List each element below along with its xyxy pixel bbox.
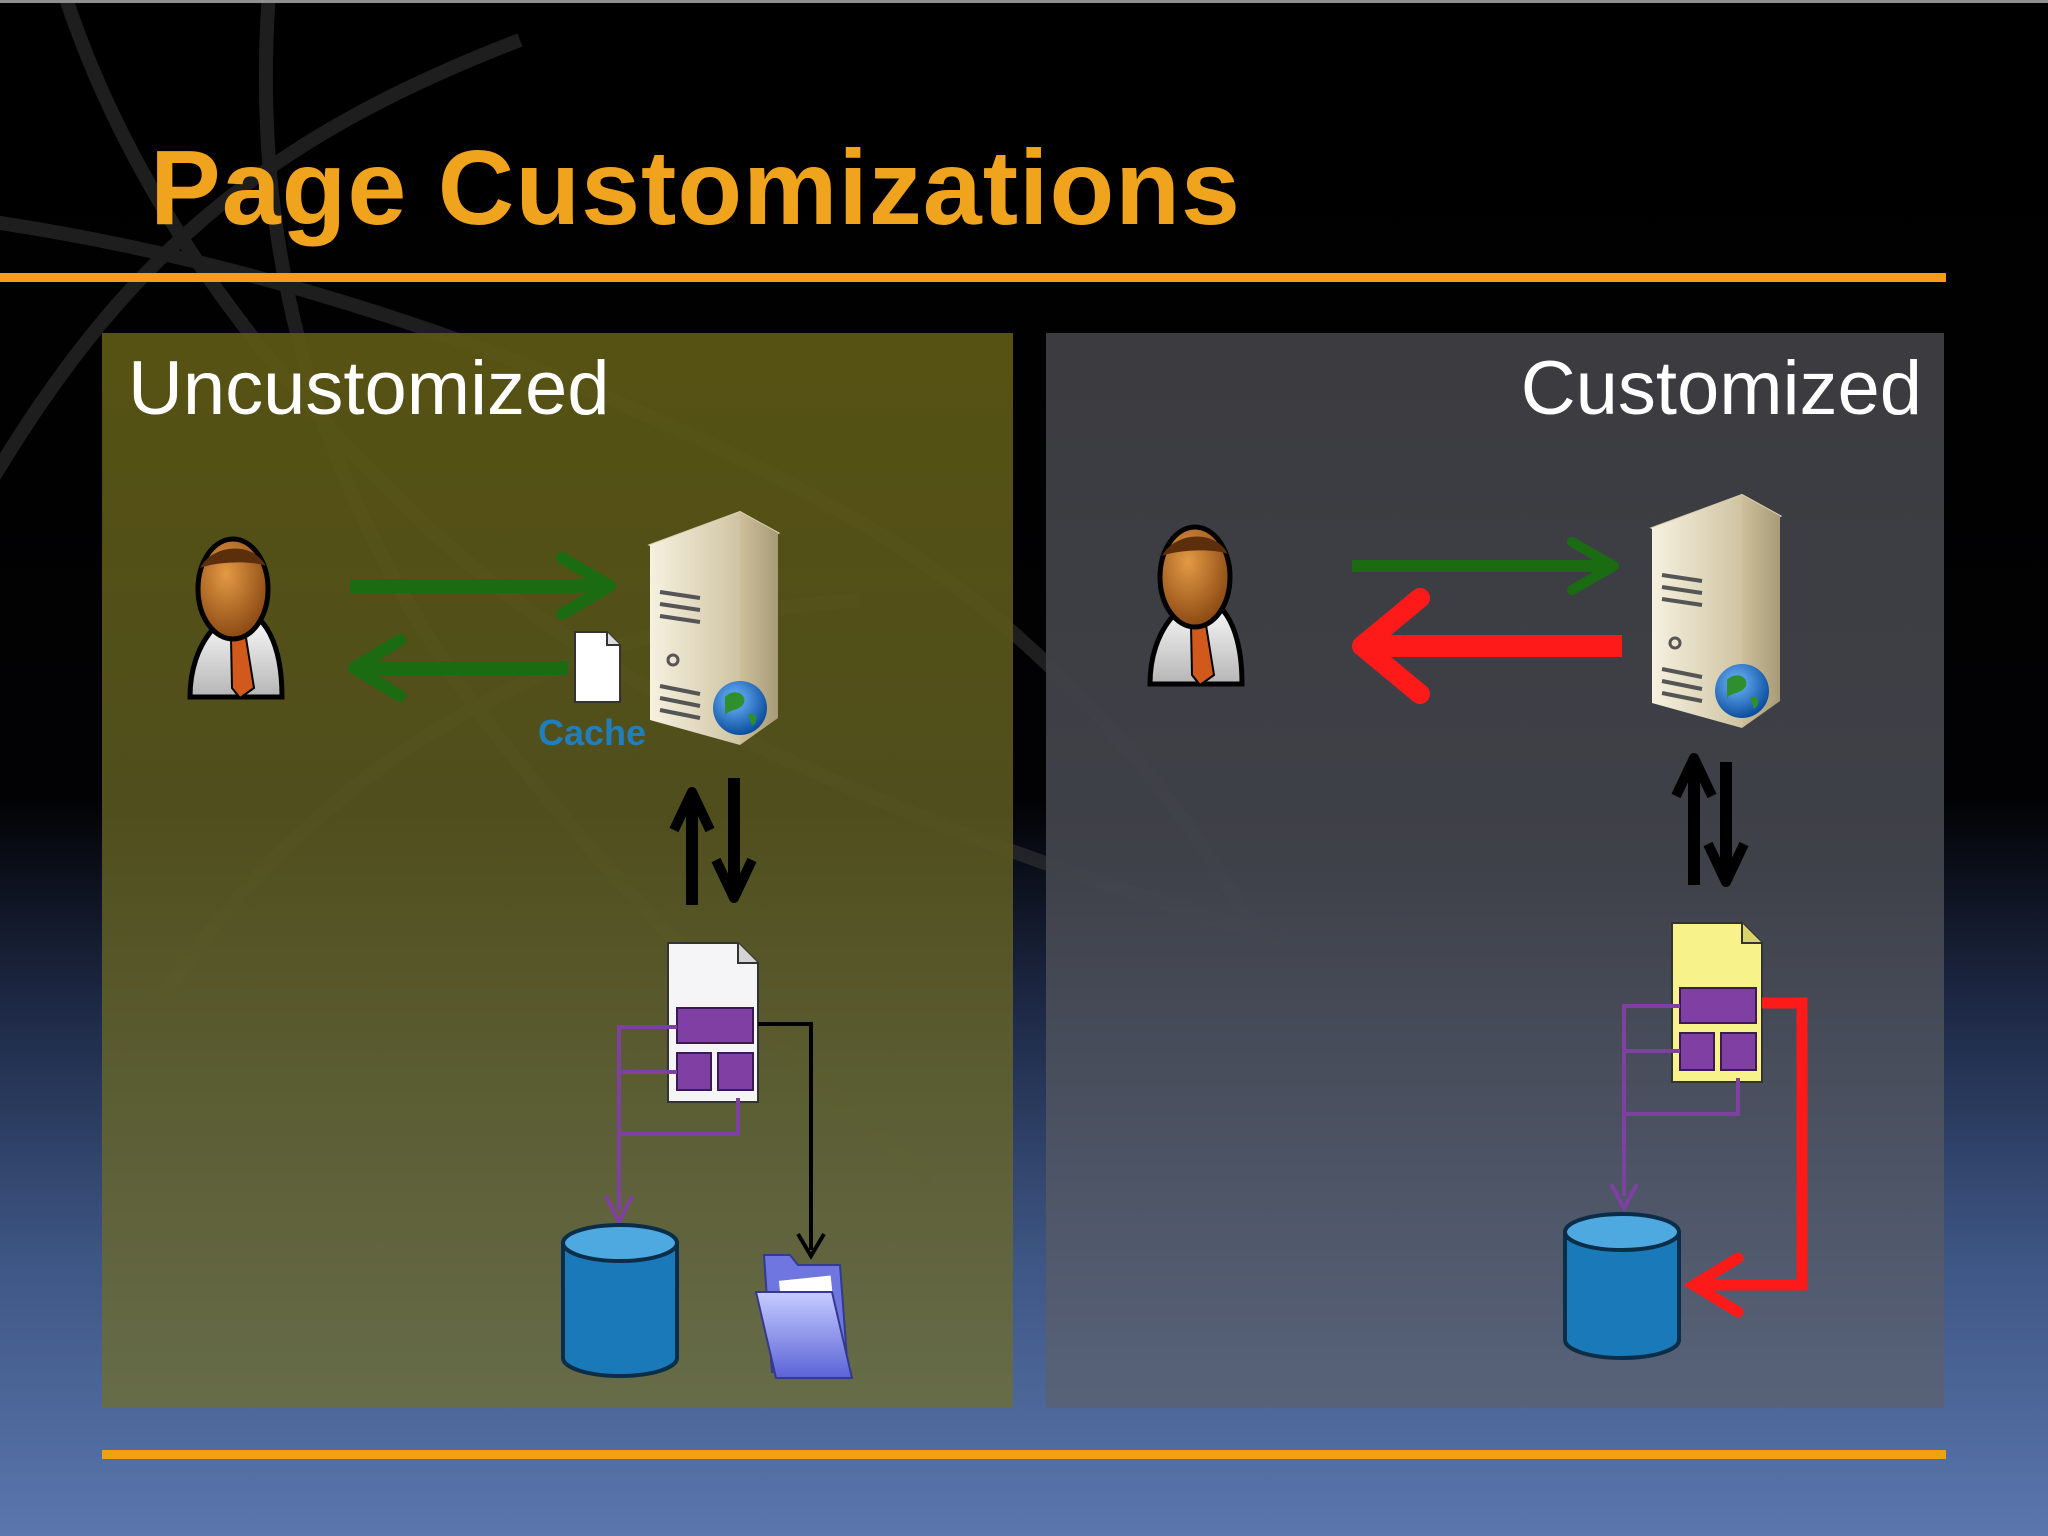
customized-panel: Customized <box>1046 333 1944 1408</box>
user-icon <box>1147 524 1245 687</box>
title-underline-rule <box>0 273 1946 282</box>
bottom-rule <box>102 1450 1946 1459</box>
page-template-icon <box>667 942 759 1103</box>
customized-panel-title: Customized <box>1520 346 1922 431</box>
globe-icon <box>1715 664 1769 718</box>
database-icon <box>1563 1212 1681 1360</box>
request-arrow <box>1352 537 1619 595</box>
filesystem-connector-line <box>758 1022 826 1260</box>
server-database-arrows <box>1671 753 1749 887</box>
webpart-connector-lines <box>604 1025 740 1227</box>
uncustomized-panel: Uncustomized <box>102 333 1013 1408</box>
customized-response-arrow <box>1352 588 1622 704</box>
webpart-connector-lines <box>1609 1004 1740 1213</box>
server-icon <box>647 510 781 745</box>
server-database-arrows <box>669 778 757 905</box>
customized-content-arrow <box>1683 997 1808 1318</box>
top-border-line <box>0 0 2048 3</box>
cache-label: Cache <box>538 712 647 753</box>
customized-page-icon <box>1671 922 1763 1083</box>
cached-page-icon <box>574 631 621 703</box>
user-icon <box>187 536 285 700</box>
response-arrow <box>348 634 568 702</box>
request-arrow <box>350 552 616 620</box>
globe-icon <box>713 681 767 735</box>
uncustomized-panel-title: Uncustomized <box>128 346 610 431</box>
slide-title: Page Customizations <box>150 129 1241 247</box>
database-icon <box>561 1223 679 1378</box>
folder-icon <box>754 1254 854 1379</box>
